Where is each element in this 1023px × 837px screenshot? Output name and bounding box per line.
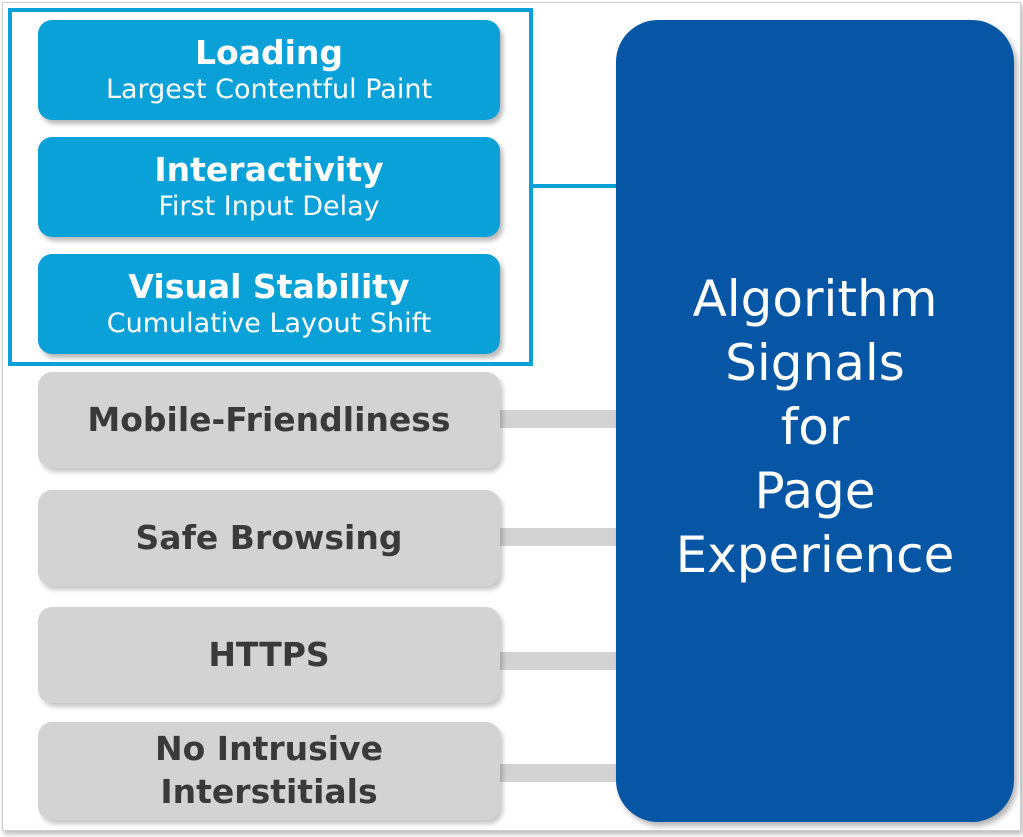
mobile-friendliness-title: Mobile-Friendliness bbox=[87, 399, 451, 439]
loading-subtitle: Largest Contentful Paint bbox=[105, 73, 433, 105]
https-box: HTTPS bbox=[38, 607, 500, 703]
safe-browsing-title: Safe Browsing bbox=[135, 517, 403, 557]
safe-browsing-arrow-shaft bbox=[498, 528, 634, 546]
target-line-4: Page bbox=[754, 462, 876, 520]
loading-title: Loading bbox=[194, 32, 344, 72]
interactivity-subtitle: First Input Delay bbox=[158, 190, 380, 222]
interstitials-arrow-shaft bbox=[498, 764, 634, 782]
interactivity-box: Interactivity First Input Delay bbox=[38, 137, 500, 237]
visual-stability-box: Visual Stability Cumulative Layout Shift bbox=[38, 254, 500, 354]
visual-stability-subtitle: Cumulative Layout Shift bbox=[106, 307, 432, 339]
interstitials-title-line-2: Interstitials bbox=[160, 772, 378, 811]
loading-box: Loading Largest Contentful Paint bbox=[38, 20, 500, 120]
visual-stability-title: Visual Stability bbox=[128, 266, 410, 306]
mobile-arrow-shaft bbox=[498, 410, 634, 428]
page-experience-signals-box: Algorithm Signals for Page Experience bbox=[616, 20, 1014, 822]
target-line-2: Signals bbox=[725, 334, 905, 392]
https-title: HTTPS bbox=[208, 634, 330, 674]
target-line-1: Algorithm bbox=[692, 270, 938, 328]
intrusive-interstitials-box: No Intrusive Interstitials bbox=[38, 722, 500, 820]
mobile-friendliness-box: Mobile-Friendliness bbox=[38, 372, 500, 468]
interactivity-title: Interactivity bbox=[154, 149, 384, 189]
core-web-vitals-group bbox=[8, 8, 533, 366]
page-experience-label: Algorithm Signals for Page Experience bbox=[676, 267, 955, 587]
safe-browsing-box: Safe Browsing bbox=[38, 490, 500, 586]
target-line-3: for bbox=[780, 398, 850, 456]
target-line-5: Experience bbox=[675, 526, 955, 584]
https-arrow-shaft bbox=[498, 652, 634, 670]
interstitials-title-line-1: No Intrusive bbox=[155, 729, 383, 769]
